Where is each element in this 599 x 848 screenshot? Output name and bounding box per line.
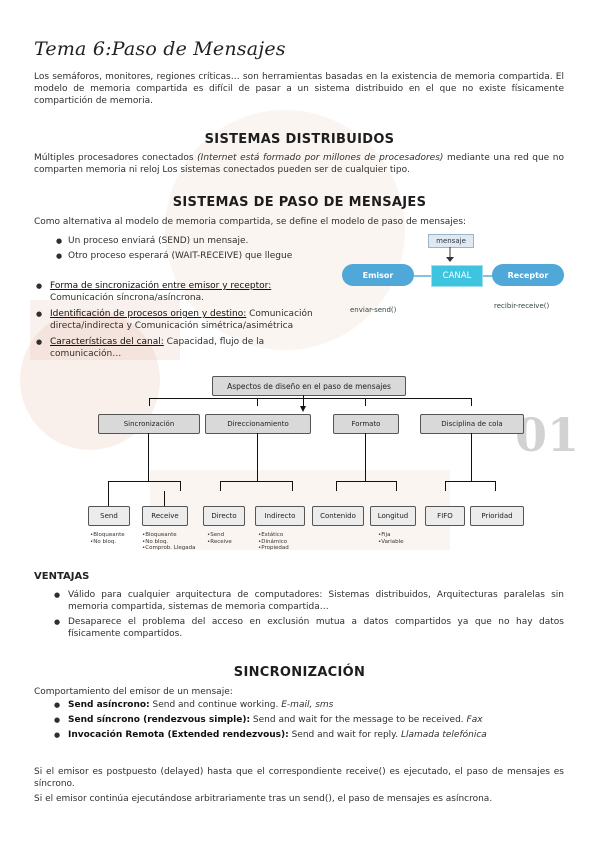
connector (149, 398, 150, 406)
item-label: Invocación Remota (Extended rendezvous): (68, 730, 289, 740)
connector (149, 398, 471, 399)
item-text: Comunicación directa/indirecta y Comunic… (50, 309, 313, 331)
distribuidos-paragraph: Múltiples procesadores conectados (Inter… (34, 152, 564, 176)
tree-group-direccionamiento: Direccionamiento (205, 414, 311, 434)
connector (445, 481, 446, 491)
sinc-paragraph-1: Si el emisor es postpuesto (delayed) has… (34, 767, 564, 789)
connector (108, 481, 109, 491)
heading-sistemas-distribuidos: SISTEMAS DISTRIBUIDOS (204, 132, 395, 147)
heading-ventajas: VENTAJAS (34, 571, 90, 582)
item-text: Send and wait for the message to be rece… (250, 715, 467, 725)
sinc-list: Send asíncrono: Send and continue workin… (52, 699, 564, 741)
sinc-paragraph-2: Si el emisor continúa ejecutándose arbit… (34, 794, 493, 804)
list-item: Válido para cualquier arquitectura de co… (52, 589, 564, 613)
item-label: Características del canal: (50, 337, 164, 347)
ventajas-list: Válido para cualquier arquitectura de co… (52, 589, 564, 640)
connector (471, 398, 472, 406)
connector (365, 433, 366, 481)
list-item: Send asíncrono: Send and continue workin… (52, 699, 564, 711)
distribuidos-text-1: Múltiples procesadores conectados (34, 153, 198, 163)
connector (108, 481, 180, 482)
tree-leaf-indirecto: Indirecto (255, 506, 305, 526)
item-text: Send and wait for reply. (288, 730, 401, 740)
intro-paragraph: Los semáforos, monitores, regiones críti… (34, 72, 564, 106)
list-item: Otro proceso esperará (WAIT-RECEIVE) que… (52, 250, 372, 262)
connector (495, 481, 496, 491)
item-label: Identificación de procesos origen y dest… (50, 309, 247, 319)
list-item: Send síncrono (rendezvous simple): Send … (52, 714, 564, 726)
connector (292, 481, 293, 491)
receptor-pill: Receptor (492, 264, 564, 286)
connector (396, 481, 397, 491)
send-label: enviar-send() (350, 306, 397, 314)
connector (336, 481, 337, 491)
tree-group-formato: Formato (333, 414, 399, 434)
page-title: Tema 6:Paso de Mensajes (34, 38, 286, 60)
connector (164, 491, 165, 506)
list-item: Características del canal: Capacidad, fl… (34, 336, 334, 360)
tree-leaf-fifo: FIFO (425, 506, 465, 526)
heading-paso-mensajes: SISTEMAS DE PASO DE MENSAJES (172, 195, 427, 210)
item-example: E-mail, sms (281, 700, 334, 710)
connector (445, 481, 495, 482)
connector (148, 433, 149, 481)
paso-sub-list: Un proceso enviará (SEND) un mensaje. Ot… (52, 235, 372, 262)
list-item: Desaparece el problema del acceso en exc… (52, 616, 564, 640)
canal-box: CANAL (431, 265, 483, 287)
item-text: Capacidad, flujo de la comunicación… (50, 337, 265, 359)
item-text: Send and continue working. (149, 700, 282, 710)
note-longitud: •Fija •Variable (378, 532, 404, 545)
item-label: Send asíncrono: (68, 700, 150, 710)
item-text: Comunicación síncrona/asíncrona. (50, 293, 204, 303)
item-example: Llamada telefónica (400, 730, 487, 740)
connector (220, 481, 292, 482)
distribuidos-text-italic: (Internet está formado por millones de p… (197, 153, 444, 163)
connector (108, 491, 109, 506)
list-item: Invocación Remota (Extended rendezvous):… (52, 729, 564, 741)
connector (257, 398, 258, 406)
note-indirecto: •Estático •Dinámico •Propiedad (258, 532, 289, 551)
tree-leaf-longitud: Longitud (370, 506, 416, 526)
down-arrow-icon (446, 247, 454, 262)
tree-group-sincronizacion: Sincronización (98, 414, 200, 434)
note-directo: •Send •Receive (207, 532, 232, 545)
item-label: Forma de sincronización entre emisor y r… (50, 281, 272, 291)
connector (257, 433, 258, 481)
tree-leaf-contenido: Contenido (312, 506, 364, 526)
tree-leaf-directo: Directo (203, 506, 245, 526)
receive-label: recibir-receive() (494, 302, 550, 310)
paso-intro: Como alternativa al modelo de memoria co… (34, 217, 467, 227)
connector (365, 398, 366, 406)
connector (336, 481, 396, 482)
sinc-intro: Comportamiento del emisor de un mensaje: (34, 687, 233, 697)
item-example: Fax (466, 715, 483, 725)
tree-group-disciplina: Disciplina de cola (420, 414, 524, 434)
item-label: Send síncrono (rendezvous simple): (68, 715, 251, 725)
distribuidos-text-2: mediante una red que no comparten memori… (34, 153, 564, 175)
tree-root: Aspectos de diseño en el paso de mensaje… (212, 376, 406, 396)
mensaje-label: mensaje (428, 234, 474, 248)
list-item: Identificación de procesos origen y dest… (34, 308, 334, 332)
connector (303, 395, 304, 407)
tree-leaf-send: Send (88, 506, 130, 526)
watermark-number: 01 (515, 408, 580, 462)
paso-items-list: Forma de sincronización entre emisor y r… (34, 280, 334, 360)
heading-sincronizacion: SINCRONIZACIÓN (233, 665, 366, 680)
tree-leaf-receive: Receive (142, 506, 188, 526)
connector (471, 433, 472, 481)
list-item: Un proceso enviará (SEND) un mensaje. (52, 235, 372, 247)
note-receive: •Bloqueante •No bloq. •Comprob. Llegada (142, 532, 196, 551)
tree-leaf-prioridad: Prioridad (470, 506, 524, 526)
connector (180, 481, 181, 491)
list-item: Forma de sincronización entre emisor y r… (34, 280, 334, 304)
connector (220, 481, 221, 491)
arrow-icon (300, 406, 306, 412)
note-send: •Bloqueante •No bloq. (90, 532, 125, 545)
emisor-pill: Emisor (342, 264, 414, 286)
